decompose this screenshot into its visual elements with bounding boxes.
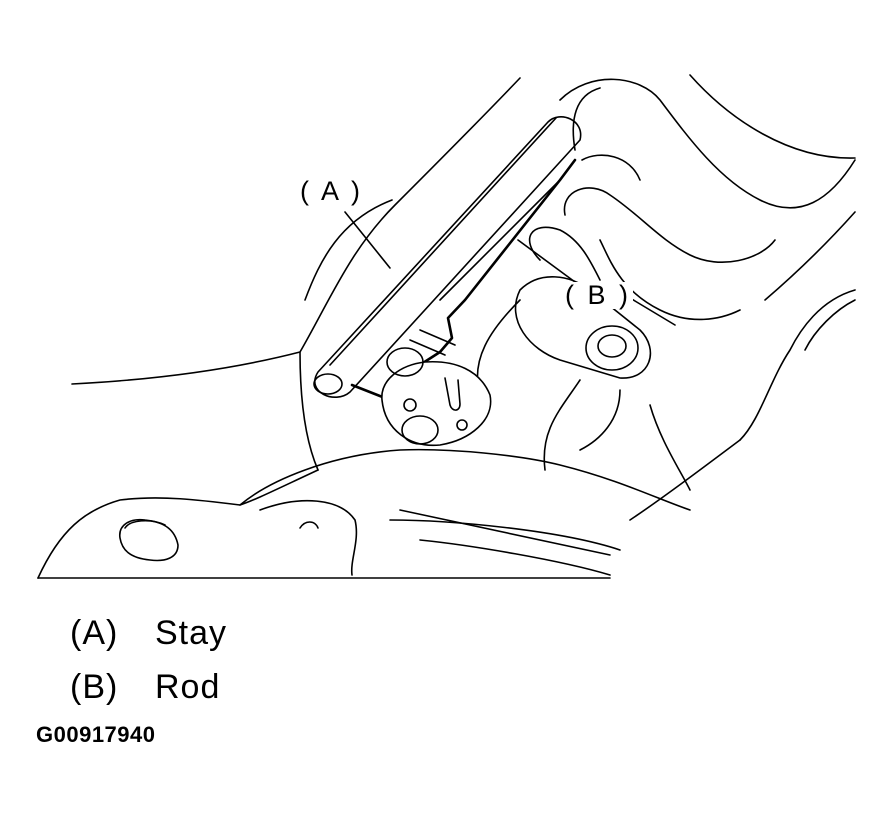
callout-b-label: ( B ) — [563, 280, 633, 310]
legend-row-a: (A) Stay — [70, 606, 470, 660]
callout-b-leader — [517, 239, 576, 283]
rod-part — [350, 158, 652, 471]
legend-key: (A) — [70, 613, 119, 652]
legend-text: Stay — [155, 613, 228, 652]
bolt — [119, 518, 179, 562]
upper-assembly — [528, 78, 856, 321]
figure-id: G00917940 — [36, 722, 156, 747]
callout-a-leader — [344, 211, 391, 269]
legend-row-b: (B) Rod — [70, 660, 470, 714]
legend-text: Rod — [155, 667, 221, 706]
legend-key: (B) — [70, 667, 119, 706]
legend: (A) Stay (B) Rod — [70, 606, 470, 714]
stay-part — [313, 116, 582, 398]
vehicle-body-outline — [71, 74, 856, 521]
link-plate — [381, 347, 492, 447]
callout-a-label: ( A ) — [298, 176, 366, 206]
technical-illustration — [37, 74, 856, 579]
callout-b-leader-2 — [624, 294, 676, 326]
cross-member — [37, 448, 691, 579]
